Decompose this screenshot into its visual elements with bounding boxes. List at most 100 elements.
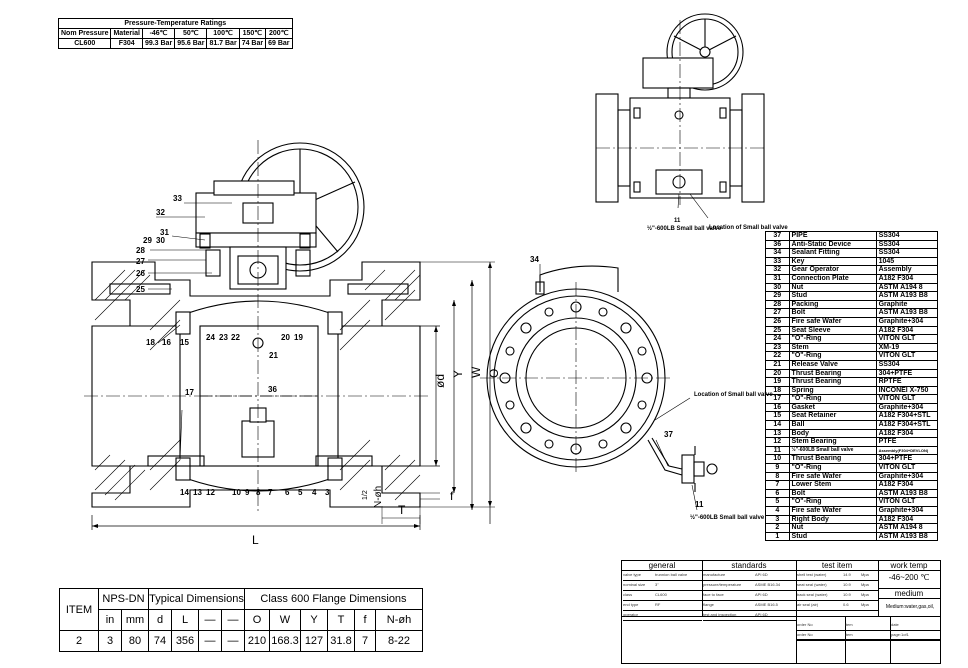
- part-number: 19: [765, 377, 790, 387]
- part-number: 29: [765, 291, 790, 301]
- pt-value-row: CL600 F304 99.3 Bar 95.6 Bar 81.7 Bar 74…: [57, 38, 293, 49]
- dims-cell: 7: [354, 630, 376, 652]
- part-description: Seat Retainer: [788, 411, 877, 422]
- callout: 32: [156, 208, 165, 217]
- part-number: 16: [765, 402, 790, 413]
- dims-sub: d: [148, 609, 172, 631]
- callout: 25: [136, 285, 145, 294]
- tb-cell: 3": [655, 582, 659, 587]
- tb-cell: date: [891, 622, 899, 627]
- tb-cell: API 6D: [755, 572, 768, 577]
- dims-cell: 80: [121, 630, 149, 652]
- dimensions-table: ITEM NPS-DN Typical Dimensions Class 600…: [59, 588, 423, 652]
- dim-T-label: T: [398, 503, 406, 517]
- callout: 18: [146, 338, 155, 347]
- callout: 33: [173, 194, 182, 203]
- callout: 24: [206, 333, 215, 342]
- callout: 26: [136, 269, 145, 278]
- part-description: Stem: [788, 342, 877, 353]
- callout: 20: [281, 333, 290, 342]
- tb-cell: ASME B16.5: [755, 602, 778, 607]
- part-material: SS304: [875, 359, 939, 370]
- part-number: 24: [765, 334, 790, 344]
- dim-f-label: f: [450, 489, 454, 503]
- note-bot-valve: ½"-600LB Small ball valve: [690, 514, 765, 521]
- part-number: 31: [765, 273, 790, 284]
- tb-row: operator: [623, 611, 702, 621]
- tb-cell: order No: [797, 622, 813, 627]
- part-number: 10: [765, 454, 790, 465]
- part-material: Graphite+304: [875, 471, 939, 482]
- part-material: ASTM A194 8: [875, 282, 939, 293]
- part-material: SS304: [875, 248, 939, 258]
- part-material: ASTM A194 8: [875, 523, 939, 533]
- part-material: A182 F304: [875, 428, 939, 439]
- callout: 16: [162, 338, 171, 347]
- part-number: 21: [765, 359, 790, 370]
- tb-cell: face to face: [703, 592, 724, 597]
- dims-cell: —: [198, 630, 222, 652]
- part-number: 34: [765, 248, 790, 258]
- tb-cell: manufacture: [703, 572, 726, 577]
- callout: 6: [285, 488, 290, 497]
- part-number: 17: [765, 394, 790, 404]
- dims-sub: —: [221, 609, 245, 631]
- part-number: 25: [765, 325, 790, 336]
- part-description: Thrust Bearing: [788, 377, 877, 387]
- part-number: 6: [765, 488, 790, 499]
- dim-L-label: L: [252, 533, 259, 547]
- part-description: Key: [788, 256, 877, 267]
- tb-cell: back seal (water): [797, 592, 828, 597]
- dims-nps-header: NPS-DN: [98, 588, 149, 610]
- part-description: Anti-Static Device: [788, 239, 877, 250]
- tb-cell: class: [623, 592, 633, 597]
- tb-row: manufacture API 6D: [703, 571, 796, 581]
- tb-cell: operator: [623, 612, 638, 617]
- part-description: Right Body: [788, 514, 877, 525]
- note-top-valve: ½"-600LB Small ball valve: [647, 225, 722, 232]
- part-number: 23: [765, 342, 790, 353]
- part-material: ASTM A193 B8: [875, 308, 939, 318]
- callout: 21: [269, 351, 278, 360]
- callout: 13: [193, 488, 202, 497]
- dims-cell: 356: [171, 630, 199, 652]
- callout: 22: [231, 333, 240, 342]
- tb-general: general: [622, 561, 702, 571]
- dim-Y-label: Y: [451, 370, 465, 378]
- dims-cell: 168.3: [269, 630, 301, 652]
- callout: 34: [530, 255, 539, 264]
- part-material: ASTM A193 B8: [875, 488, 939, 499]
- dims-sub: f: [354, 609, 376, 631]
- callout: 29: [143, 236, 152, 245]
- part-description: Nut: [788, 282, 877, 293]
- part-number: 9: [765, 463, 790, 473]
- part-description: Spring: [788, 385, 877, 396]
- pressure-temperature-table: Pressure-Temperature Ratings Nom Pressur…: [57, 18, 293, 49]
- part-description: Connection Plate: [788, 273, 877, 284]
- part-description: "O"-Ring: [788, 351, 877, 361]
- part-material: A182 F304: [875, 325, 939, 336]
- part-material: VITON GLT: [875, 463, 939, 473]
- part-description: Gear Operator: [788, 265, 877, 275]
- tb-temp-value: -46~200 ℃: [888, 573, 930, 582]
- part-material: A182 F304: [875, 480, 939, 490]
- part-number: 15: [765, 411, 790, 422]
- tb-cell: seat seal (water): [797, 582, 827, 587]
- callout: 15: [180, 338, 189, 347]
